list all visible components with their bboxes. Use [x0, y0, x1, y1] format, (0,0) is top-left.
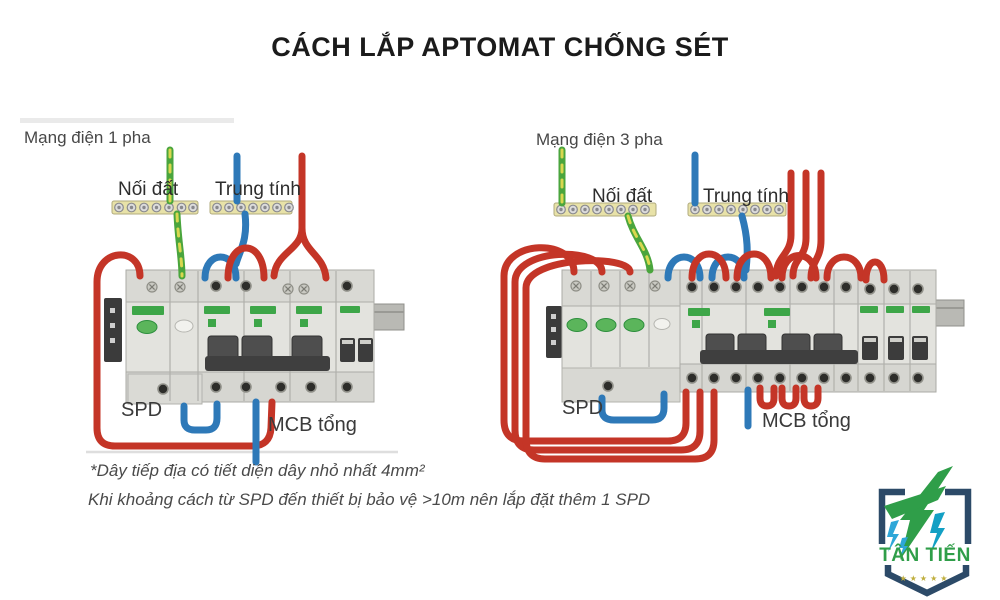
spd-neutral-u-1pha [180, 400, 221, 434]
mcb-label-3pha: MCB tổng [762, 410, 851, 432]
diagram-3pha [500, 146, 965, 463]
page-title: CÁCH LẮP APTOMAT CHỐNG SÉT [271, 32, 729, 62]
phase-jumpers-3pha [688, 250, 730, 282]
spd-loop-wire-1pha [93, 251, 276, 450]
lightning-icon [899, 537, 908, 557]
mcb-u-loops-3pha [756, 384, 778, 410]
spd-loop-wires-3pha [500, 244, 690, 445]
logo-brand-text: TÂN TIẾN [879, 545, 971, 566]
diagram-1pha [93, 146, 405, 466]
earth-busbar-1pha [111, 200, 199, 215]
breaker-assembly-1pha [104, 269, 405, 405]
lightning-icon [930, 512, 945, 554]
wires-3pha [500, 146, 888, 463]
shield-icon [878, 488, 972, 597]
brand-logo [878, 466, 972, 597]
din-end-bracket [104, 298, 122, 362]
spd-unit-3pha [561, 269, 681, 403]
neutral-jumper-3pha [664, 253, 704, 282]
wires-1pha [93, 146, 330, 466]
mcb-label-1pha: MCB tổng [268, 414, 357, 436]
neutral-busbar-1pha [209, 200, 294, 215]
spd-neutral-u-3pha [598, 390, 668, 424]
breaker-assembly-3pha [546, 269, 965, 403]
note-line-1: *Dây tiếp địa có tiết diện dây nhỏ nhất … [90, 461, 425, 480]
mcb-units-1pha [204, 306, 373, 371]
spd-label-3pha: SPD [562, 397, 604, 419]
mcb-units-3pha [679, 269, 937, 393]
logo-stars: ★★★★★ [899, 574, 951, 583]
diagram-title-3pha: Mạng điện 3 pha [536, 130, 663, 149]
neutral-jumper-1pha [201, 253, 240, 282]
neutral-busbar-3pha [687, 202, 787, 217]
spd-label-1pha: SPD [121, 399, 163, 421]
diagram-title-1pha: Mạng điện 1 pha [24, 128, 151, 147]
lightning-t-icon [884, 466, 953, 560]
note-line-2: Khi khoảng cách từ SPD đến thiết bị bảo … [88, 490, 651, 509]
photo-edge-marks [20, 118, 398, 454]
lightning-icon [887, 520, 899, 552]
earth-label-1pha: Nối đất [118, 179, 179, 200]
neutral-label-3pha: Trung tính [703, 186, 789, 207]
phase-jumper-1pha [224, 244, 268, 282]
earth-busbar-3pha [553, 202, 657, 217]
neutral-label-1pha: Trung tính [215, 179, 301, 200]
earth-label-3pha: Nối đất [592, 186, 653, 207]
phase-wire-drops-3pha [772, 169, 795, 280]
spd-unit-1pha [132, 306, 194, 334]
